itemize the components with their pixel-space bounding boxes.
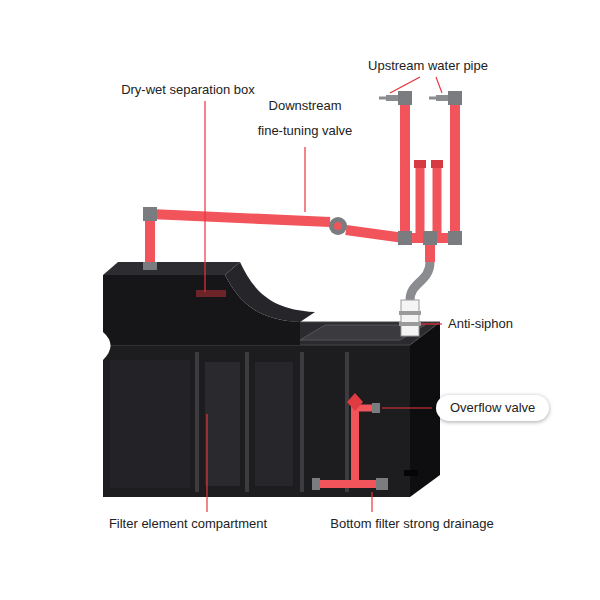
tee xyxy=(398,231,412,245)
nozzle xyxy=(436,95,448,101)
nozzle xyxy=(379,97,386,100)
pipe xyxy=(351,402,359,484)
leader-line xyxy=(204,101,205,292)
elbow xyxy=(398,91,412,105)
tee xyxy=(423,231,437,245)
tank-divider xyxy=(245,352,249,492)
part-label: Downstream fine-tuning valve xyxy=(257,93,354,143)
anti-siphon-ring xyxy=(399,322,421,326)
tank-foot xyxy=(404,470,418,476)
flex-pipe xyxy=(410,262,430,300)
box-top xyxy=(103,262,240,275)
tank-divider xyxy=(300,352,304,492)
filter-panel xyxy=(255,362,293,486)
pipe xyxy=(433,168,442,236)
leader-line xyxy=(371,492,372,512)
box-rim xyxy=(225,262,315,322)
leader-lines xyxy=(205,77,442,512)
elbow xyxy=(448,91,462,105)
pipe-fittings xyxy=(143,91,462,490)
pipe xyxy=(450,100,460,238)
tank-divider xyxy=(195,352,199,492)
tank-front xyxy=(103,345,410,497)
tank-chamber xyxy=(110,360,190,488)
leader-line xyxy=(206,414,207,512)
elbow xyxy=(376,478,388,490)
cap xyxy=(143,262,157,270)
tank-body xyxy=(103,322,440,497)
part-label: Bottom filter strong drainage xyxy=(330,516,493,532)
leader-line xyxy=(390,77,420,93)
leader-line xyxy=(382,407,432,408)
valve-handle xyxy=(372,403,380,413)
pipe xyxy=(318,480,380,488)
fine-tuning-valve xyxy=(329,217,347,235)
part-label: Dry-wet separation box xyxy=(121,82,255,98)
part-label: Anti-siphon xyxy=(448,316,513,332)
pipe xyxy=(150,214,330,270)
cap xyxy=(312,478,320,490)
tee xyxy=(448,231,462,245)
leader-line xyxy=(304,147,305,212)
box-inner-glimpse xyxy=(196,290,226,297)
pipe xyxy=(416,168,425,236)
pipe xyxy=(400,100,410,238)
filter-panel xyxy=(205,362,240,486)
box-notch xyxy=(103,332,111,360)
tank-divider xyxy=(345,352,349,492)
leader-line xyxy=(436,77,442,93)
valve-knob xyxy=(334,222,342,230)
red-pipes xyxy=(150,100,455,484)
nozzle xyxy=(386,95,398,101)
callout-pill-label: Overflow valve xyxy=(436,395,549,421)
leader-line xyxy=(421,323,442,324)
nozzle xyxy=(429,97,436,100)
pipe-top xyxy=(414,160,426,168)
part-label: Upstream water pipe xyxy=(368,58,488,74)
elbow xyxy=(143,207,157,221)
pipe-top xyxy=(431,160,443,168)
part-label: Filter element compartment xyxy=(109,516,267,532)
pipe xyxy=(346,230,404,238)
overflow-valve xyxy=(347,393,363,411)
dry-wet-box xyxy=(103,262,315,360)
anti-siphon-ring xyxy=(399,311,421,315)
anti-siphon xyxy=(401,300,419,336)
